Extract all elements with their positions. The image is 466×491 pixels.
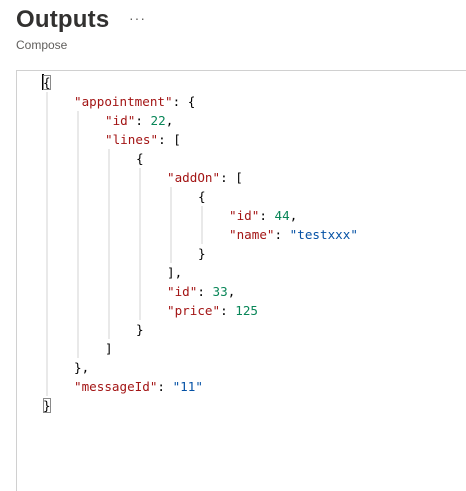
code-line: }, <box>74 358 89 377</box>
indent-guides <box>46 92 203 396</box>
json-punctuation: } <box>136 322 144 337</box>
json-punctuation: { <box>43 75 51 90</box>
json-punctuation: } <box>198 246 206 261</box>
json-punctuation: }, <box>74 360 90 375</box>
code-line: "id": 44, <box>229 206 297 225</box>
json-punctuation: ] <box>105 341 113 356</box>
json-punctuation: : { <box>172 94 196 109</box>
code-line: "addOn": [ <box>167 168 243 187</box>
json-punctuation: , <box>289 208 298 223</box>
json-key: "price" <box>167 303 221 318</box>
json-punctuation: : <box>197 284 213 299</box>
more-options-icon[interactable]: ··· <box>129 10 146 26</box>
text-cursor <box>42 74 44 90</box>
json-punctuation: : <box>259 208 275 223</box>
json-key: "messageId" <box>74 379 158 394</box>
json-number: 22 <box>150 113 166 128</box>
code-line: ] <box>105 339 113 358</box>
code-line: { <box>43 73 51 92</box>
json-key: "id" <box>105 113 136 128</box>
json-punctuation: : <box>157 379 173 394</box>
code-line: "lines": [ <box>105 130 181 149</box>
code-line: { <box>198 187 206 206</box>
json-key: "lines" <box>105 132 159 147</box>
json-code-editor[interactable]: {"appointment": {"id": 22,"lines": [{"ad… <box>16 70 466 491</box>
code-line: "messageId": "11" <box>74 377 203 396</box>
json-number: 33 <box>212 284 228 299</box>
page-title: Outputs <box>16 6 110 33</box>
json-key: "name" <box>229 227 275 242</box>
json-key: "addOn" <box>167 170 221 185</box>
code-line: "name": "testxxx" <box>229 225 358 244</box>
code-line: ], <box>167 263 182 282</box>
code-line: "id": 33, <box>167 282 235 301</box>
code-line: "appointment": { <box>74 92 195 111</box>
json-string: "11" <box>172 379 203 394</box>
json-key: "appointment" <box>74 94 173 109</box>
code-line: } <box>198 244 206 263</box>
json-number: 44 <box>274 208 290 223</box>
code-line: "id": 22, <box>105 111 173 130</box>
json-punctuation: , <box>227 284 236 299</box>
json-punctuation: : <box>220 303 236 318</box>
json-punctuation: { <box>198 189 206 204</box>
json-punctuation: ], <box>167 265 183 280</box>
json-punctuation: : <box>135 113 151 128</box>
json-key: "id" <box>167 284 198 299</box>
json-punctuation: } <box>43 398 51 413</box>
json-key: "id" <box>229 208 260 223</box>
json-punctuation: , <box>165 113 174 128</box>
json-punctuation: { <box>136 151 144 166</box>
json-punctuation: : [ <box>220 170 243 185</box>
code-line: "price": 125 <box>167 301 258 320</box>
action-subtitle: Compose <box>16 38 68 52</box>
code-line: } <box>43 396 51 415</box>
outputs-header: Outputs ··· Compose <box>16 4 456 52</box>
json-string: "testxxx" <box>289 227 358 242</box>
json-punctuation: : [ <box>158 132 181 147</box>
code-line: { <box>136 149 144 168</box>
code-line: } <box>136 320 144 339</box>
json-punctuation: : <box>274 227 290 242</box>
json-number: 125 <box>235 303 258 318</box>
